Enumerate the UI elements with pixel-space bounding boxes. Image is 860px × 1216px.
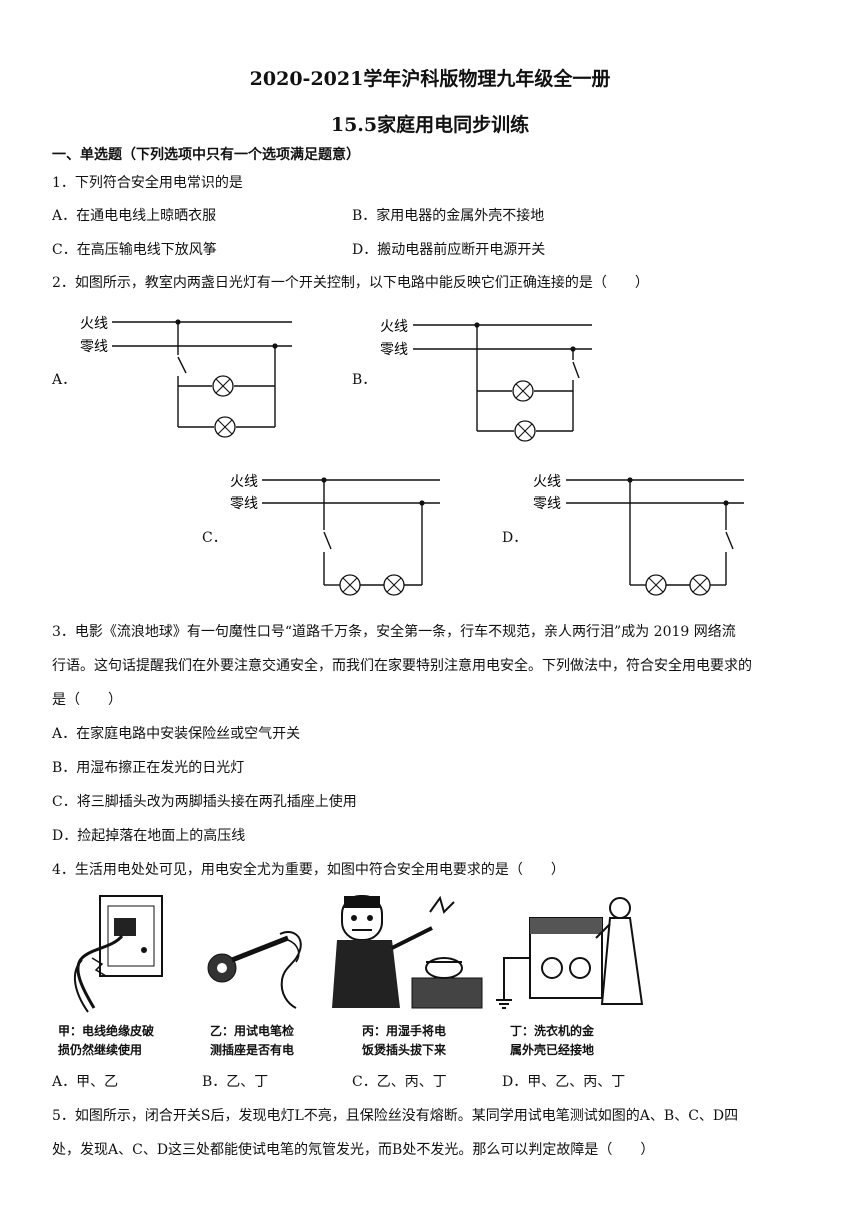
q3-option-a: A．在家庭电路中安装保险丝或空气开关 — [52, 726, 301, 742]
q2-label-c: C． — [202, 530, 227, 546]
q5-line1: 5．如图所示，闭合开关S后，发现电灯L不亮，且保险丝没有熔断。某同学用试电笔测试… — [52, 1108, 739, 1124]
neutral-label: 零线 — [230, 496, 258, 512]
lamp-icon — [645, 574, 667, 596]
wet-hands-unplug-icon — [332, 895, 483, 1009]
q4-caption-yi-1: 乙：用试电笔检 — [210, 1024, 295, 1038]
test-pen-icon — [207, 931, 302, 1009]
washing-machine-icon — [496, 897, 644, 1009]
live-label: 火线 — [230, 474, 258, 490]
lamp-icon — [212, 375, 234, 397]
neutral-label: 零线 — [380, 342, 408, 358]
q4-option-a: A．甲、乙 — [52, 1074, 119, 1090]
q4-caption-bing-2: 饭煲插头拔下来 — [362, 1043, 447, 1057]
circuit-b: 火线 零线 — [380, 319, 592, 442]
q2-label-d: D． — [502, 530, 528, 546]
q4-caption-yi-2: 测插座是否有电 — [210, 1043, 295, 1057]
q1-option-b: B．家用电器的金属外壳不接地 — [352, 208, 545, 224]
circuit-a: 火线 零线 — [80, 316, 292, 438]
q4-caption-ding-1: 丁：洗衣机的金 — [510, 1024, 595, 1038]
q3-option-b: B．用湿布擦正在发光的日光灯 — [52, 760, 245, 776]
q2-stem: 2．如图所示，教室内两盏日光灯有一个开关控制，以下电路中能反映它们正确连接的是（… — [52, 275, 649, 291]
q1-option-d: D．搬动电器前应断开电源开关 — [352, 242, 546, 258]
lamp-icon — [512, 380, 534, 402]
page-title: 2020-2021学年沪科版物理九年级全一册 — [249, 68, 611, 90]
lamp-icon — [383, 574, 405, 596]
neutral-label: 零线 — [533, 496, 561, 512]
q5-line2: 处，发现A、C、D这三处都能使试电笔的氖管发光，而B处不发光。那么可以判定故障是… — [52, 1142, 655, 1158]
q3-option-d: D．捡起掉落在地面上的高压线 — [52, 828, 246, 844]
q3-line3: 是（ ） — [52, 692, 122, 708]
page-subtitle: 15.5家庭用电同步训练 — [330, 114, 530, 136]
damaged-cord-socket-icon — [73, 895, 163, 1013]
live-label: 火线 — [380, 319, 408, 335]
q1-option-a: A．在通电电线上晾晒衣服 — [52, 208, 217, 224]
circuit-c: 火线 零线 — [230, 474, 440, 596]
q4-caption-jia-1: 甲：电线绝缘皮破 — [58, 1024, 155, 1038]
q2-label-a: A． — [52, 372, 77, 388]
q1-stem: 1．下列符合安全用电常识的是 — [52, 175, 243, 191]
q2-circuit-diagrams: 火线 零线 火线 零线 火线 零线 — [80, 316, 744, 596]
q4-stem: 4．生活用电处处可见，用电安全尤为重要，如图中符合安全用电要求的是（ ） — [52, 862, 565, 878]
q4-illustrations — [73, 895, 644, 1013]
live-label: 火线 — [533, 474, 561, 490]
neutral-label: 零线 — [80, 339, 108, 355]
q3-option-c: C．将三脚插头改为两脚插头接在两孔插座上使用 — [52, 794, 357, 810]
q2-label-b: B． — [352, 372, 377, 388]
q4-option-b: B．乙、丁 — [202, 1074, 269, 1090]
circuit-d: 火线 零线 — [533, 474, 744, 596]
live-label: 火线 — [80, 316, 108, 332]
lamp-icon — [214, 416, 236, 438]
section-heading: 一、单选题（下列选项中只有一个选项满足题意） — [52, 147, 360, 163]
q4-caption-ding-2: 属外壳已经接地 — [510, 1043, 595, 1057]
q4-caption-bing-1: 丙：用湿手将电 — [362, 1024, 447, 1038]
lamp-icon — [514, 420, 536, 442]
q4-caption-jia-2: 损仍然继续使用 — [58, 1043, 143, 1057]
q3-line2: 行语。这句话提醒我们在外要注意交通安全，而我们在家要特别注意用电安全。下列做法中… — [52, 658, 752, 674]
q3-line1: 3．电影《流浪地球》有一句魔性口号“道路千万条，安全第一条，行车不规范，亲人两行… — [52, 624, 736, 640]
q4-option-c: C．乙、丙、丁 — [352, 1074, 447, 1090]
lamp-icon — [339, 574, 361, 596]
q4-option-d: D．甲、乙、丙、丁 — [502, 1074, 626, 1090]
lamp-icon — [689, 574, 711, 596]
q1-option-c: C．在高压输电线下放风筝 — [52, 242, 217, 258]
